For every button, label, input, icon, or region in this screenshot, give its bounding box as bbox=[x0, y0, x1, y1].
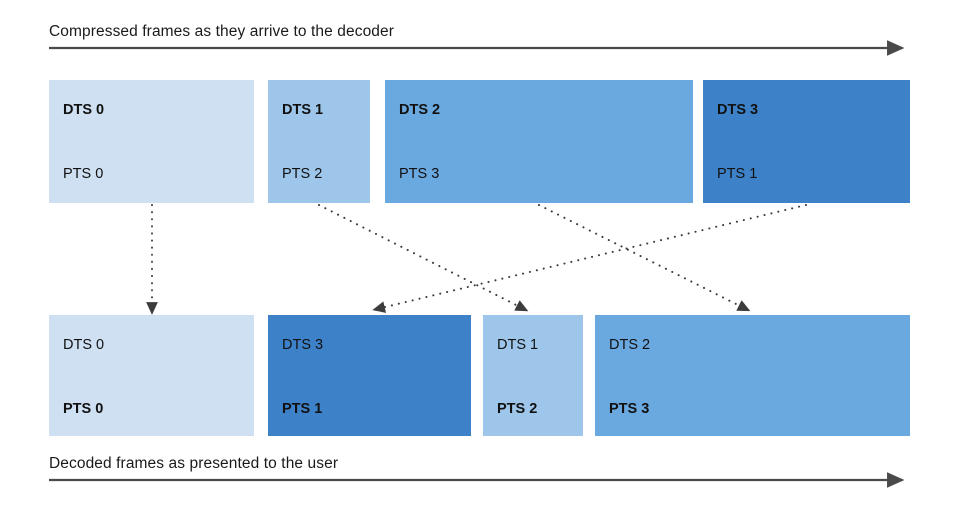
decoded-frame-pts0[interactable]: DTS 0 PTS 0 bbox=[49, 315, 254, 436]
frame-pts-label: PTS 3 bbox=[609, 401, 650, 417]
frame-dts-label: DTS 1 bbox=[497, 337, 539, 353]
frame-pts-label: PTS 3 bbox=[399, 166, 440, 182]
caption-decoded-frames: Decoded frames as presented to the user bbox=[49, 455, 339, 472]
connector-dts2-to-pts3 bbox=[538, 204, 751, 312]
frame-pts-label: PTS 1 bbox=[717, 166, 758, 182]
caption-compressed-frames: Compressed frames as they arrive to the … bbox=[49, 23, 394, 40]
frame-dts-label: DTS 0 bbox=[63, 102, 105, 118]
frame-dts-label: DTS 3 bbox=[282, 337, 324, 353]
decoded-frame-pts2[interactable]: DTS 1 PTS 2 bbox=[483, 315, 583, 436]
decoded-frame-pts3[interactable]: DTS 2 PTS 3 bbox=[595, 315, 910, 436]
compressed-frame-dts2[interactable]: DTS 2 PTS 3 bbox=[385, 80, 693, 203]
compressed-frame-dts3[interactable]: DTS 3 PTS 1 bbox=[703, 80, 910, 203]
frame-dts-label: DTS 0 bbox=[63, 337, 105, 353]
frame-dts-label: DTS 3 bbox=[717, 102, 759, 118]
frame-dts-label: DTS 2 bbox=[399, 102, 441, 118]
frame-dts-label: DTS 2 bbox=[609, 337, 651, 353]
frame-pts-label: PTS 0 bbox=[63, 401, 104, 417]
frame-dts-label: DTS 1 bbox=[282, 102, 324, 118]
decoded-frame-pts1[interactable]: DTS 3 PTS 1 bbox=[268, 315, 471, 436]
compressed-frame-dts1[interactable]: DTS 1 PTS 2 bbox=[268, 80, 370, 203]
connector-dts3-to-pts1 bbox=[372, 204, 807, 313]
compressed-frame-dts0[interactable]: DTS 0 PTS 0 bbox=[49, 80, 254, 203]
connector-dts1-to-pts2 bbox=[318, 204, 529, 312]
frame-pts-label: PTS 2 bbox=[282, 166, 323, 182]
frame-pts-label: PTS 0 bbox=[63, 166, 104, 182]
frame-pts-label: PTS 2 bbox=[497, 401, 538, 417]
frame-pts-label: PTS 1 bbox=[282, 401, 323, 417]
